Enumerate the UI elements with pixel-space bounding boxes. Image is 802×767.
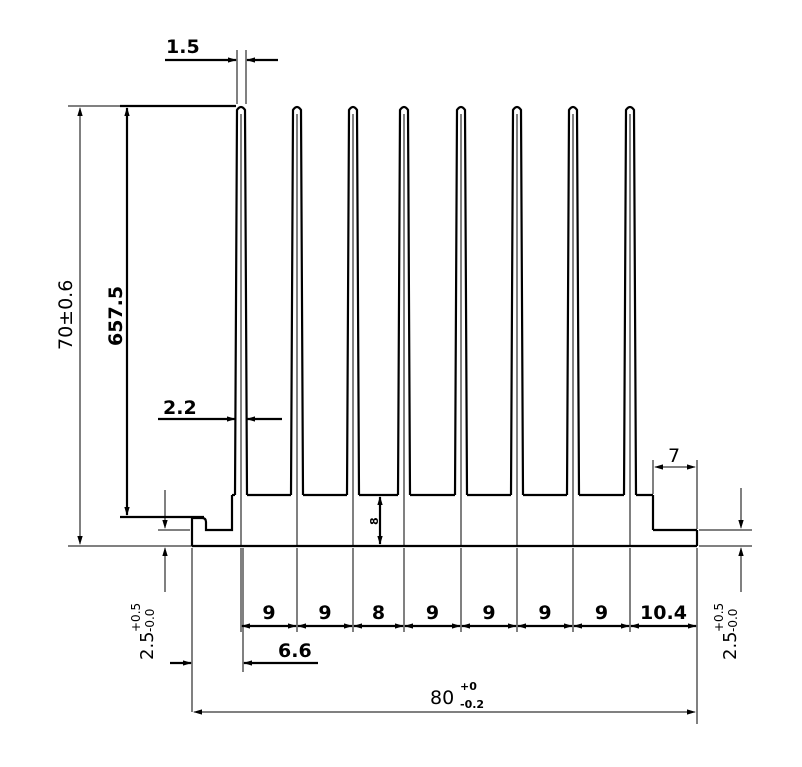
heatsink-outline [190,495,699,548]
fin [565,105,581,546]
dim-base-offset: 6.6 [170,548,318,712]
overall-width-nominal: 80 [430,687,454,709]
dim-overall-width: 80 +0 -0.2 [193,548,698,724]
fin-height-label: 657.5 [105,286,127,346]
dim-fin-pitch-chain: 9 9 8 9 9 9 9 10.4 [240,548,698,632]
pitch-label: 9 [595,602,608,624]
overall-width-tol-upper: +0 [460,680,477,693]
base-tol-left-nominal: 2.5 [137,631,158,660]
dim-base-tol-left: 2.5 +0.5 -0.0 [129,490,190,660]
dim-base-tol-right: 2.5 +0.5 -0.0 [699,488,752,660]
dim-end-step: 7 [652,445,698,529]
fin [622,105,638,546]
fin [345,105,361,546]
fin [289,105,305,546]
base-offset-label: 6.6 [278,640,312,662]
fin-thickness-top-label: 1.5 [166,36,200,58]
dim-fin-root-thickness: 2.2 [158,397,282,422]
base-tol-right-upper: +0.5 [712,603,726,632]
overall-height-label: 70±0.6 [55,280,77,350]
fin [396,105,412,546]
dim-base-thickness: 8 [368,496,383,545]
fin-root-thickness-label: 2.2 [163,397,197,419]
base-tol-left-upper: +0.5 [129,603,143,632]
base-tol-left-lower: -0.0 [143,609,157,632]
pitch-label: 8 [372,602,385,624]
fin-array [232,105,653,546]
base-tol-right-lower: -0.0 [726,609,740,632]
dim-fin-height: 657.5 [105,104,236,519]
pitch-label: 9 [262,602,275,624]
pitch-label: 9 [482,602,495,624]
pitch-label: 9 [318,602,331,624]
fin [509,105,525,546]
fin [233,105,249,546]
dim-overall-height: 70±0.6 [55,105,236,547]
pitch-label: 10.4 [640,602,687,624]
overall-width-tol-lower: -0.2 [460,698,484,711]
pitch-label: 9 [538,602,551,624]
base-tol-right-nominal: 2.5 [720,631,741,660]
pitch-label: 9 [426,602,439,624]
fin [453,105,469,546]
base-thickness-label: 8 [368,517,381,525]
end-step-label: 7 [668,445,680,467]
dim-fin-thickness-top: 1.5 [165,36,278,104]
